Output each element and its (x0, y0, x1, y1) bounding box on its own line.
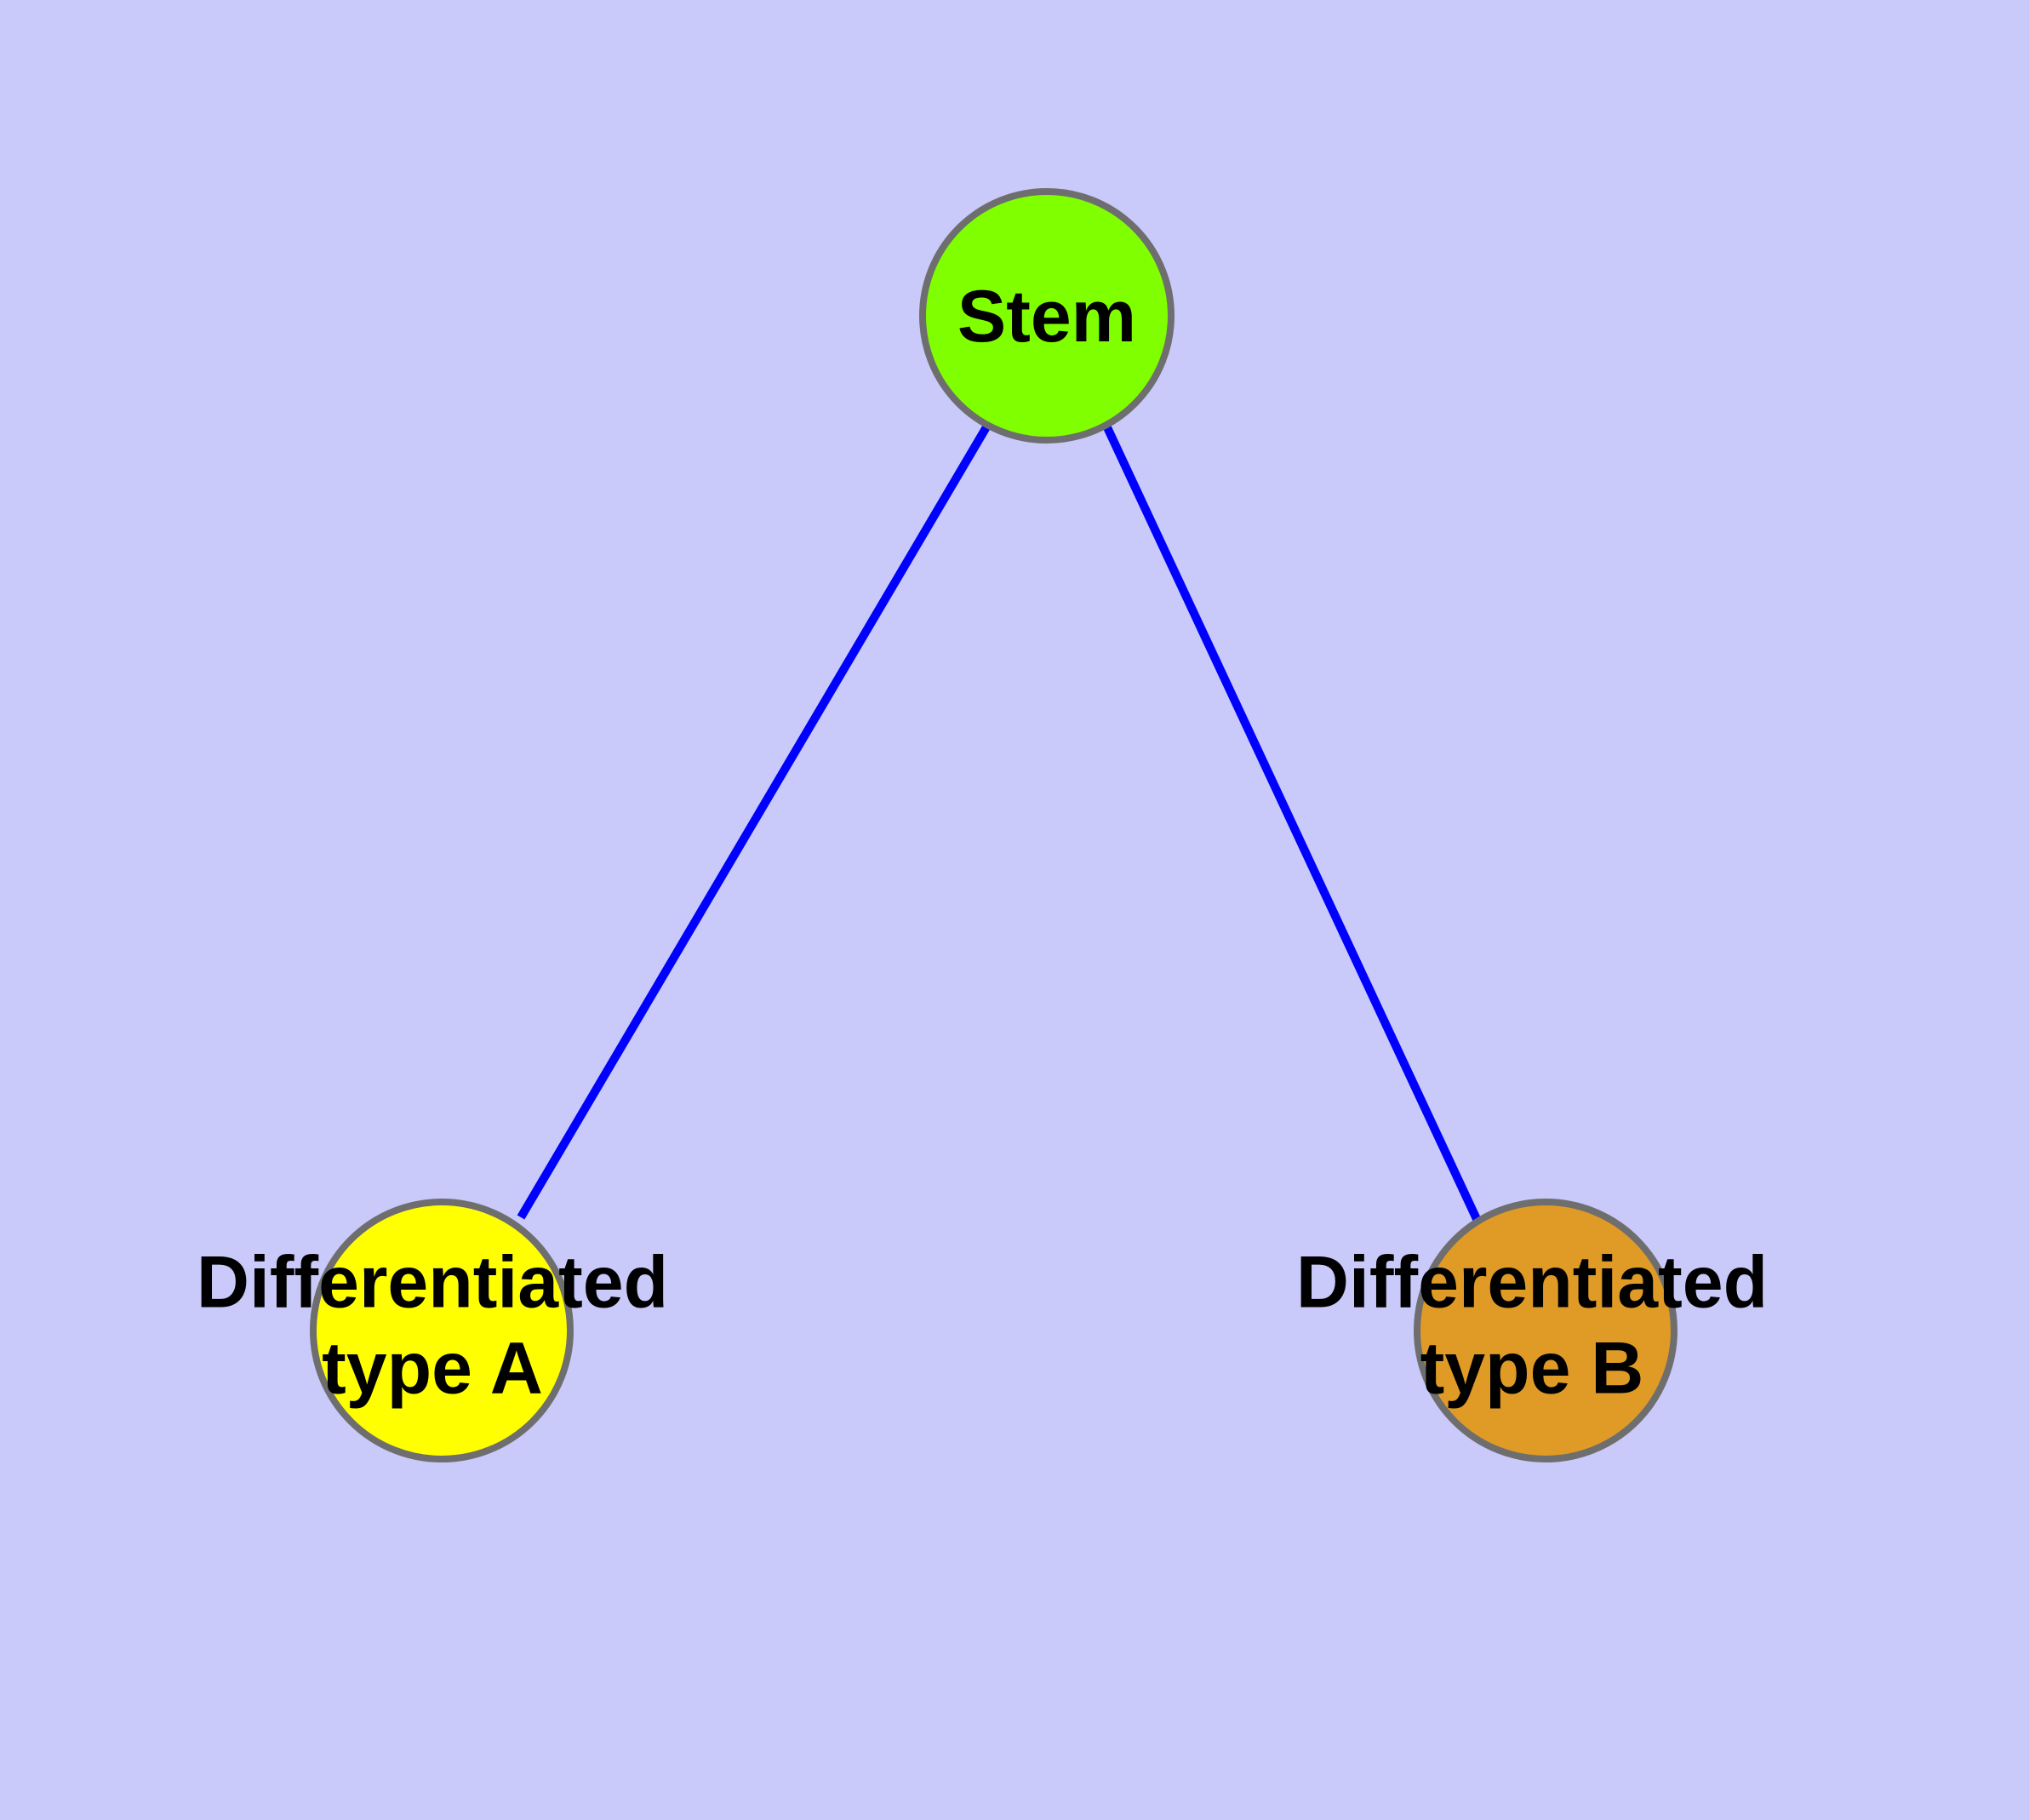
edges-group (517, 423, 1481, 1222)
edge-stem-to-diff-a[interactable] (517, 423, 992, 1220)
node-label-stem: Stem (957, 276, 1136, 358)
node-diff-a[interactable] (310, 1199, 574, 1462)
node-circle-diff-b[interactable] (1414, 1199, 1677, 1462)
node-label-line: Stem (957, 276, 1136, 358)
node-label-line: type A (322, 1327, 543, 1409)
node-label-line: Differentiated (197, 1241, 668, 1323)
node-stem[interactable] (919, 188, 1175, 444)
node-circle-stem[interactable] (919, 188, 1175, 444)
node-label-line: Differentiated (1296, 1241, 1768, 1323)
node-diff-b[interactable] (1414, 1199, 1677, 1462)
node-label-line: type B (1420, 1327, 1644, 1409)
edge-stem-to-diff-b[interactable] (1102, 423, 1481, 1222)
node-circle-diff-a[interactable] (310, 1199, 574, 1462)
